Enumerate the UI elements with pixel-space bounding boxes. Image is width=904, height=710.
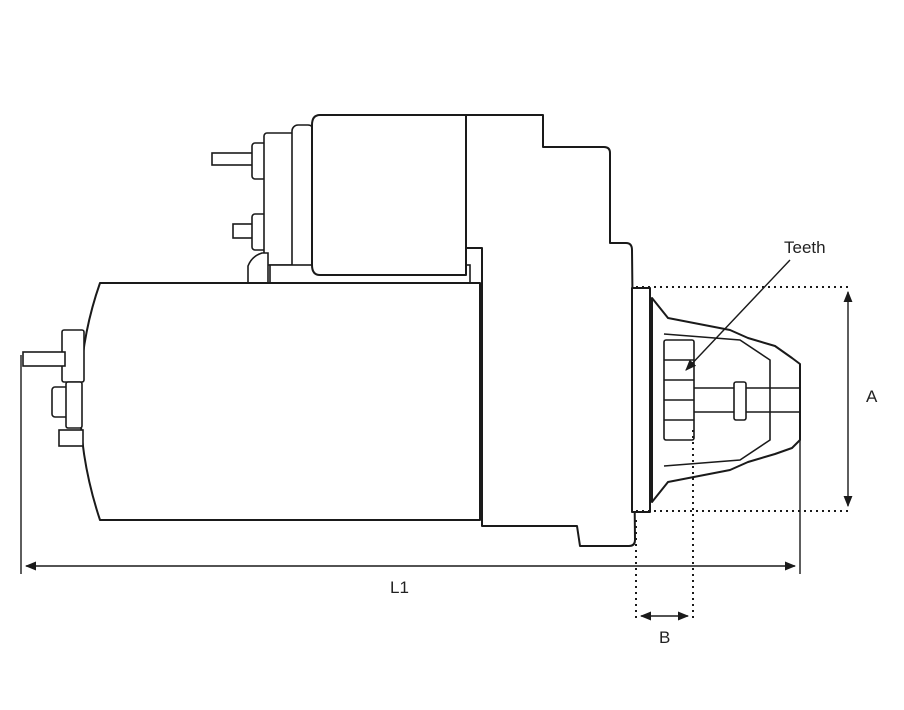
dim-a-label: A: [866, 387, 878, 406]
motor-body: [22, 282, 481, 521]
flange: [631, 287, 651, 513]
solenoid-foot: [247, 252, 269, 284]
solenoid-upper-stud: [211, 152, 255, 166]
teeth-label: Teeth: [784, 238, 826, 257]
shaft-collar: [733, 381, 747, 421]
solenoid-body: [311, 114, 467, 276]
rear-cap: [65, 381, 83, 429]
rear-terminal-stud: [22, 351, 66, 367]
dimensions: [20, 259, 853, 622]
teeth-leader-line: [685, 259, 791, 371]
rear-lower-stud: [58, 429, 84, 447]
drive-end-housing: [465, 114, 636, 547]
dim-l1-label: L1: [390, 578, 409, 597]
pinion-gear: [663, 339, 695, 441]
dim-b-label: B: [659, 628, 670, 647]
solenoid-cap-outer: [263, 132, 295, 266]
nose-inner-line: [663, 333, 771, 467]
solenoid: [211, 114, 471, 284]
solenoid-cap-inner: [291, 124, 315, 272]
pinion-nose: [631, 287, 801, 513]
